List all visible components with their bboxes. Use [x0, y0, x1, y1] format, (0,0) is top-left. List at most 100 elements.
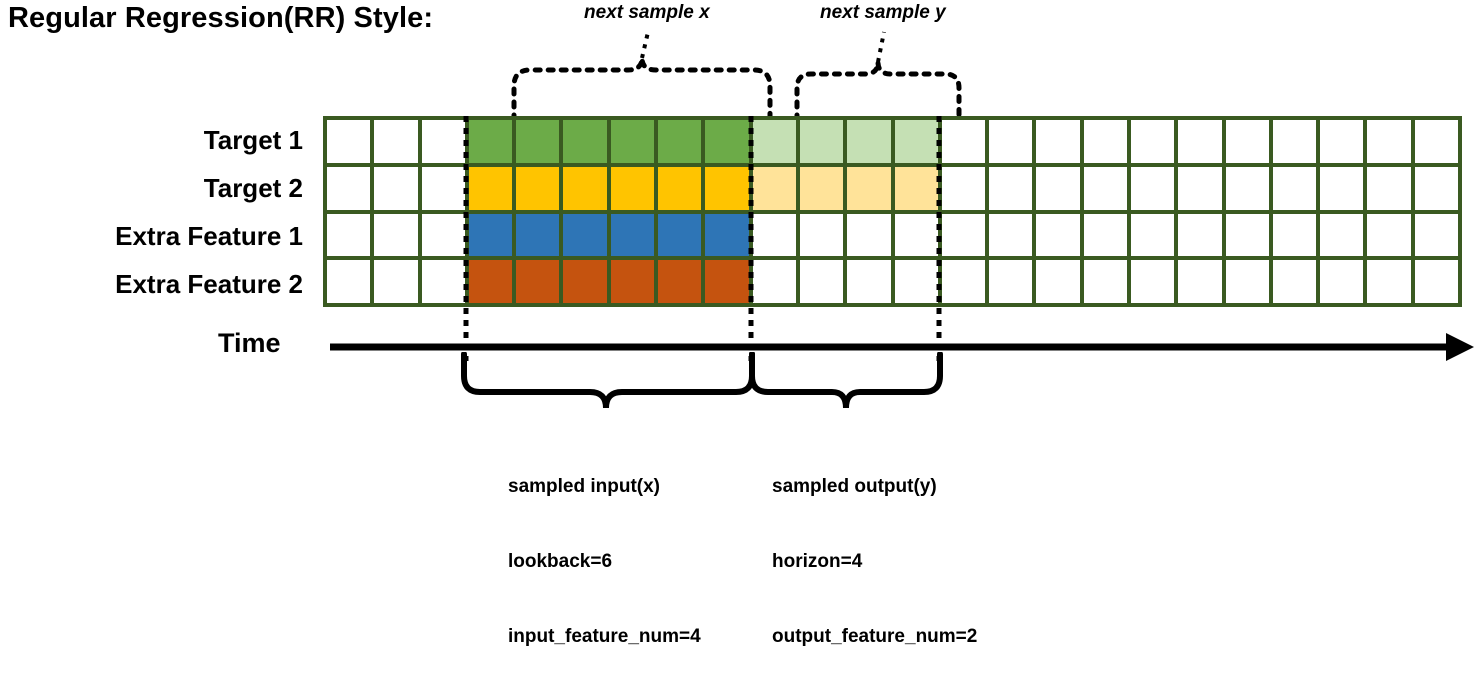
- leader-next-sample-x: [640, 31, 650, 59]
- grid-cell: [705, 120, 749, 163]
- grid-cell: [1036, 120, 1080, 163]
- grid-guides: [463, 116, 942, 361]
- grid-cell: [847, 260, 891, 303]
- row-label-target-2: Target 2: [203, 172, 303, 203]
- grid-cell: [610, 166, 655, 210]
- grid-cell: [658, 213, 702, 257]
- row-label-target-1: Target 1: [203, 124, 303, 155]
- caption-input-line-3: input_feature_num=4: [508, 626, 701, 647]
- grid-cell: [327, 260, 371, 303]
- grid-cell: [610, 260, 655, 303]
- grid-cell: [1130, 166, 1175, 210]
- grid-cell: [516, 213, 560, 257]
- grid-cell: [1414, 213, 1458, 257]
- grid-cell: [374, 120, 418, 163]
- grid-cell: [894, 213, 938, 257]
- grid-cell: [799, 213, 844, 257]
- grid-cell: [468, 260, 513, 303]
- grid-cell: [1036, 166, 1080, 210]
- grid-cell: [941, 260, 986, 303]
- grid-cell: [1225, 213, 1269, 257]
- grid-cell: [374, 260, 418, 303]
- grid-cell: [1130, 260, 1175, 303]
- grid-cell: [1367, 260, 1411, 303]
- grid-cell: [941, 166, 986, 210]
- grid-cell: [1272, 260, 1317, 303]
- grid-cell: [1367, 120, 1411, 163]
- grid-cell: [1320, 213, 1364, 257]
- grid-cell: [1083, 166, 1127, 210]
- caption-output-line-2: horizon=4: [772, 551, 863, 572]
- grid-cell: [374, 166, 418, 210]
- caption-output-line-1: sampled output(y): [772, 476, 937, 497]
- grid-cell: [421, 166, 465, 210]
- grid-cell: [327, 166, 371, 210]
- grid-cell: [1083, 120, 1127, 163]
- grid-cell: [989, 260, 1033, 303]
- grid-cell: [610, 213, 655, 257]
- grid-cell: [989, 166, 1033, 210]
- grid-cell: [752, 213, 796, 257]
- grid-cell: [1225, 260, 1269, 303]
- grid-cell: [941, 213, 986, 257]
- grid-cell: [752, 166, 796, 210]
- grid-cell: [421, 213, 465, 257]
- grid-cell: [894, 120, 938, 163]
- grid-cell: [1036, 213, 1080, 257]
- grid-cell: [705, 166, 749, 210]
- grid-cell: [468, 213, 513, 257]
- grid-cell: [1367, 213, 1411, 257]
- top-braces-group: [511, 31, 962, 122]
- grid-cell: [989, 213, 1033, 257]
- grid-cell: [894, 166, 938, 210]
- grid-cell: [989, 120, 1033, 163]
- grid-cell: [658, 120, 702, 163]
- grid-cell: [1414, 120, 1458, 163]
- grid-cell: [1225, 120, 1269, 163]
- grid-cell: [847, 213, 891, 257]
- grid-cell: [327, 213, 371, 257]
- grid-cell: [1178, 120, 1222, 163]
- caption-input-line-2: lookback=6: [508, 551, 613, 572]
- grid-cell: [1272, 213, 1317, 257]
- caption-input-line-1: sampled input(x): [508, 476, 661, 497]
- brace-next-sample-y: [794, 61, 962, 122]
- grid-cell: [658, 166, 702, 210]
- brace-sampled-output: [749, 352, 943, 409]
- grid-cell: [1178, 260, 1222, 303]
- grid-cell: [799, 260, 844, 303]
- grid-cell: [563, 120, 607, 163]
- grid-cell: [1178, 166, 1222, 210]
- grid-cell: [1320, 166, 1364, 210]
- grid-cell: [1225, 166, 1269, 210]
- grid-cell: [1320, 120, 1364, 163]
- grid-cell: [1083, 213, 1127, 257]
- grid-cell: [658, 260, 702, 303]
- grid-cell: [1083, 260, 1127, 303]
- grid-cell: [1414, 260, 1458, 303]
- time-axis-arrow: [330, 333, 1474, 361]
- next-sample-y-label: next sample y: [820, 2, 946, 23]
- grid-cell: [1130, 120, 1175, 163]
- leader-next-sample-y: [876, 31, 886, 63]
- grid-cell: [468, 166, 513, 210]
- page-title: Regular Regression(RR) Style:: [8, 2, 434, 34]
- grid-cell: [894, 260, 938, 303]
- grid-cell: [610, 120, 655, 163]
- bottom-braces-group: [461, 352, 943, 409]
- row-label-extra-feature-1: Extra Feature 1: [115, 220, 303, 251]
- grid-cell: [1036, 260, 1080, 303]
- grid-cell: [799, 120, 844, 163]
- grid-cell: [468, 120, 513, 163]
- grid-cell: [516, 120, 560, 163]
- grid-cell: [941, 120, 986, 163]
- grid-cell: [421, 260, 465, 303]
- caption-output-line-3: output_feature_num=2: [772, 626, 978, 647]
- grid-cell: [563, 260, 607, 303]
- caption-sampled-output: sampled output(y) horizon=4 output_featu…: [772, 424, 977, 674]
- grid-cell: [563, 166, 607, 210]
- brace-next-sample-x: [511, 57, 773, 122]
- grid-cell: [1272, 120, 1317, 163]
- grid-cell: [1272, 166, 1317, 210]
- grid-cell: [1178, 213, 1222, 257]
